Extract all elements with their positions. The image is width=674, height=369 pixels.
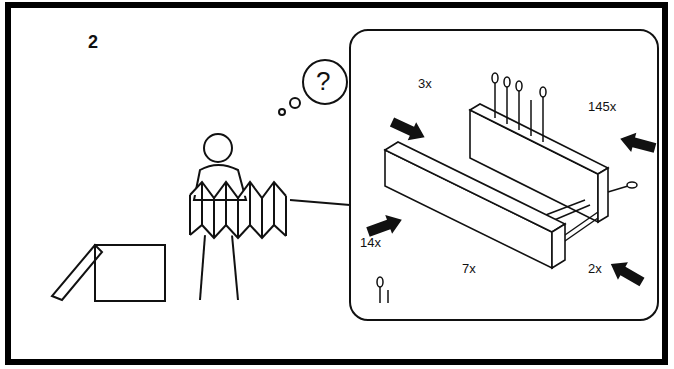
quantity-label: 145x [588,100,616,113]
quantity-label: 2x [588,262,602,275]
quantity-label: 7x [462,262,476,275]
quantity-label: 14x [360,236,381,249]
outer-frame [8,5,665,362]
dowel-icon [377,277,388,303]
push-arrow [388,113,429,146]
step-number: 2 [88,33,98,51]
person-figure [190,134,286,300]
leader-line [290,200,350,205]
push-arrow [618,129,658,158]
front-board [385,142,565,268]
open-box [52,245,165,301]
thought-bubble [279,60,347,115]
push-arrow [606,255,647,290]
question-mark: ? [316,68,330,94]
inset-frame [350,30,658,320]
quantity-label: 3x [418,77,432,90]
